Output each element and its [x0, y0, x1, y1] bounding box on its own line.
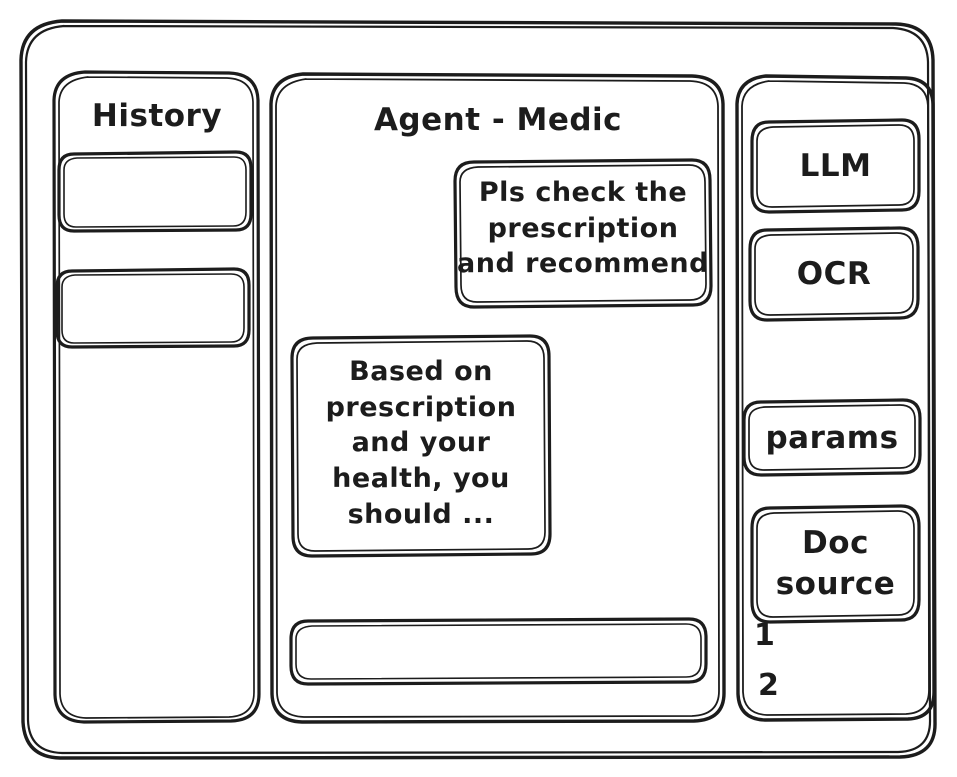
- ocr-button[interactable]: OCR: [750, 228, 918, 320]
- page-title: Agent - Medic: [373, 102, 623, 138]
- llm-button-label: LLM: [799, 148, 872, 184]
- history-item-2[interactable]: [57, 269, 249, 347]
- doc-source-item-2[interactable]: 2: [758, 668, 780, 703]
- params-button-label: params: [765, 420, 899, 456]
- composer-input[interactable]: [291, 619, 706, 684]
- doc-source-button[interactable]: Doc source: [752, 506, 919, 622]
- llm-button[interactable]: LLM: [752, 120, 919, 212]
- agent-message-bubble: Based on prescription and your health, y…: [292, 336, 550, 556]
- history-item-1[interactable]: [59, 152, 251, 231]
- user-message-text: Pls check the prescription and recommend: [457, 177, 709, 280]
- doc-source-item-1[interactable]: 1: [754, 618, 776, 653]
- history-panel-title: History: [91, 98, 223, 134]
- ocr-button-label: OCR: [796, 256, 872, 292]
- doc-source-button-label: Doc source: [775, 525, 896, 602]
- params-button[interactable]: params: [744, 400, 920, 475]
- agent-message-text: Based on prescription and your health, y…: [325, 356, 517, 530]
- user-message-bubble: Pls check the prescription and recommend: [455, 160, 711, 307]
